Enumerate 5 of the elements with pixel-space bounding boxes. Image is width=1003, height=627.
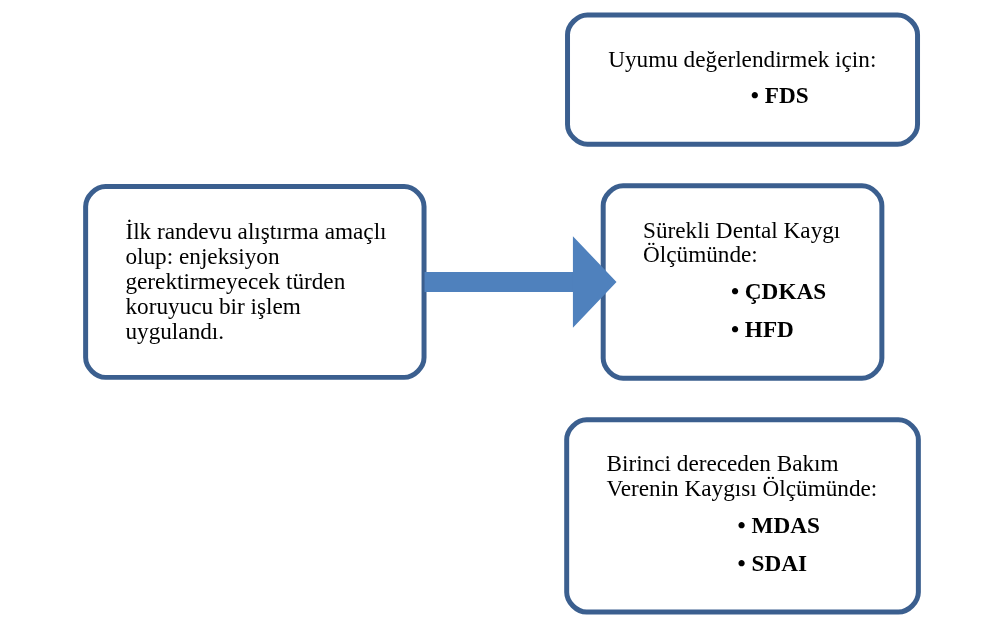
node-box: Birinci dereceden Bakım Verenin Kaygısı Ölçümünde: • MDAS • SDAI	[563, 417, 921, 615]
node-box: Uyumu değerlendirmek için: • FDS	[564, 12, 920, 147]
node-box: İlk randevu alıştırma amaçlı olup: enjeksiyon gerektirmeyecek türden koruyucu bir işlem uygulandı.	[82, 184, 427, 380]
arrow	[424, 236, 616, 328]
node-box: Sürekli Dental Kaygı Ölçümünde: • ÇDKAS • HFD	[600, 183, 884, 381]
